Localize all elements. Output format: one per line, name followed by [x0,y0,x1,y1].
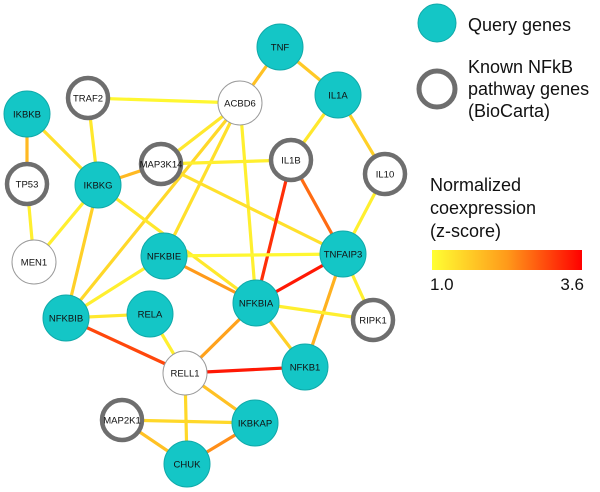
legend-scale-title-line2: coexpression [430,198,536,218]
legend-known-label-line1: Known NFkB [468,57,573,77]
edge-acbd6-nfkbia [238,101,258,305]
node-label: IKBKAP [238,419,272,430]
node-circle [314,71,362,119]
node-circle [65,75,111,121]
node-nfkbie[interactable]: NFKBIE [140,232,188,280]
node-label: IL1A [328,91,348,102]
node-chuk[interactable]: CHUK [163,440,211,488]
legend-scale-title-line3: (z-score) [430,221,501,241]
legend-color-scale-bar [432,250,582,270]
legend-known-label-line3: (BioCarta) [468,101,550,121]
node-circle [74,161,122,209]
node-label: NFKBIA [239,299,274,310]
node-label: TP53 [16,180,39,191]
node-circle [319,230,367,278]
node-il1b[interactable]: IL1B [268,137,314,183]
node-ikbkg[interactable]: IKBKG [74,161,122,209]
node-map2k1[interactable]: MAP2K1 [99,397,145,443]
legend-scale-min: 1.0 [430,275,454,294]
node-map3k14[interactable]: MAP3K14 [138,141,184,187]
node-ripk1[interactable]: RIPK1 [350,297,396,343]
node-label: MAP3K14 [140,160,183,171]
node-traf2[interactable]: TRAF2 [65,75,111,121]
node-circle [3,90,51,138]
node-nfkb1[interactable]: NFKB1 [281,343,329,391]
node-label: CHUK [174,460,202,471]
legend-scale-max: 3.6 [560,275,584,294]
node-circle [268,137,314,183]
node-label: IL10 [376,170,395,181]
legend-scale-title-line1: Normalized [430,175,521,195]
edge-nfkbie-tnfaip3 [162,252,345,258]
node-men1[interactable]: MEN1 [11,239,57,285]
legend-known-label-line2: pathway genes [468,79,589,99]
node-acbd6[interactable]: ACBD6 [217,80,263,126]
node-rela[interactable]: RELA [126,290,174,338]
node-nfkbib[interactable]: NFKBIB [42,294,90,342]
node-circle [11,239,57,285]
node-circle [231,399,279,447]
node-circle [232,279,280,327]
node-label: TNF [271,43,290,54]
node-tnf[interactable]: TNF [256,23,304,71]
node-tnfaip3[interactable]: TNFAIP3 [319,230,367,278]
node-circle [350,297,396,343]
node-label: RIPK1 [359,316,386,327]
node-label: ACBD6 [224,99,256,110]
legend-query-swatch [417,3,457,43]
node-label: NFKB1 [290,363,321,374]
node-label: TNFAIP3 [324,250,363,261]
edge-traf2-acbd6 [86,96,242,105]
node-label: IKBKG [83,181,112,192]
legend: Query genes Known NFkB pathway genes (Bi… [416,3,589,294]
node-circle [162,350,208,396]
node-tp53[interactable]: TP53 [4,161,50,207]
node-nfkbia[interactable]: NFKBIA [232,279,280,327]
node-circle [281,343,329,391]
node-label: IKBKB [13,110,41,121]
node-circle [217,80,263,126]
node-circle [138,141,184,187]
node-label: NFKBIB [49,314,83,325]
node-il10[interactable]: IL10 [362,151,408,197]
edge-il1b-nfkbia [254,158,293,305]
legend-known-swatch [416,68,458,110]
node-circle [42,294,90,342]
node-label: IL1B [281,156,301,167]
node-circle [163,440,211,488]
node-label: NFKBIE [147,252,181,263]
node-circle [99,397,145,443]
node-il1a[interactable]: IL1A [314,71,362,119]
node-label: MAP2K1 [103,416,141,427]
edge-acbd6-nfkbie [162,101,242,258]
node-circle [126,290,174,338]
node-circle [362,151,408,197]
legend-query-label: Query genes [468,15,571,35]
edge-acbd6-nfkbib [64,101,242,320]
node-label: MEN1 [21,258,47,269]
node-label: TRAF2 [73,94,103,105]
node-circle [256,23,304,71]
node-label: RELL1 [170,369,199,380]
edge-map3k14-tnfaip3 [159,162,345,256]
node-rell1[interactable]: RELL1 [162,350,208,396]
node-circle [140,232,188,280]
node-ikbkb[interactable]: IKBKB [3,90,51,138]
node-ikbkap[interactable]: IKBKAP [231,399,279,447]
node-circle [4,161,50,207]
node-label: RELA [138,310,163,321]
